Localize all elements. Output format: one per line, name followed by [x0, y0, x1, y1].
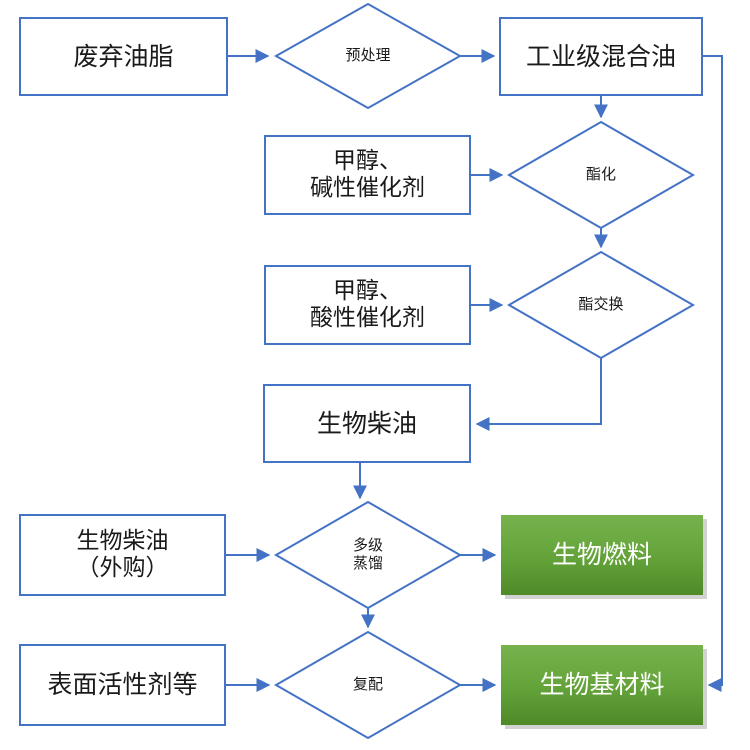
node-industrial-mixed-oil[interactable]	[499, 17, 703, 96]
node-pretreatment[interactable]	[273, 2, 463, 110]
node-surfactant[interactable]	[19, 644, 226, 726]
node-methanol-alkali[interactable]	[264, 135, 471, 215]
edge-mixed-oil-to-biobased-material	[702, 55, 723, 692]
node-biodiesel-purchased[interactable]	[19, 514, 226, 596]
connector-group	[225, 49, 723, 692]
node-methanol-acid[interactable]	[264, 265, 471, 345]
node-esterification[interactable]	[506, 120, 696, 230]
node-compounding[interactable]	[273, 630, 463, 740]
node-biobased-material[interactable]	[501, 645, 703, 725]
edge-transesterification-to-biodiesel	[475, 356, 602, 431]
node-multistage-distillation[interactable]	[273, 500, 463, 610]
node-biodiesel[interactable]	[263, 384, 471, 463]
node-transesterification[interactable]	[506, 250, 696, 360]
node-waste-oil[interactable]	[19, 17, 228, 96]
node-biofuel[interactable]	[501, 515, 703, 595]
